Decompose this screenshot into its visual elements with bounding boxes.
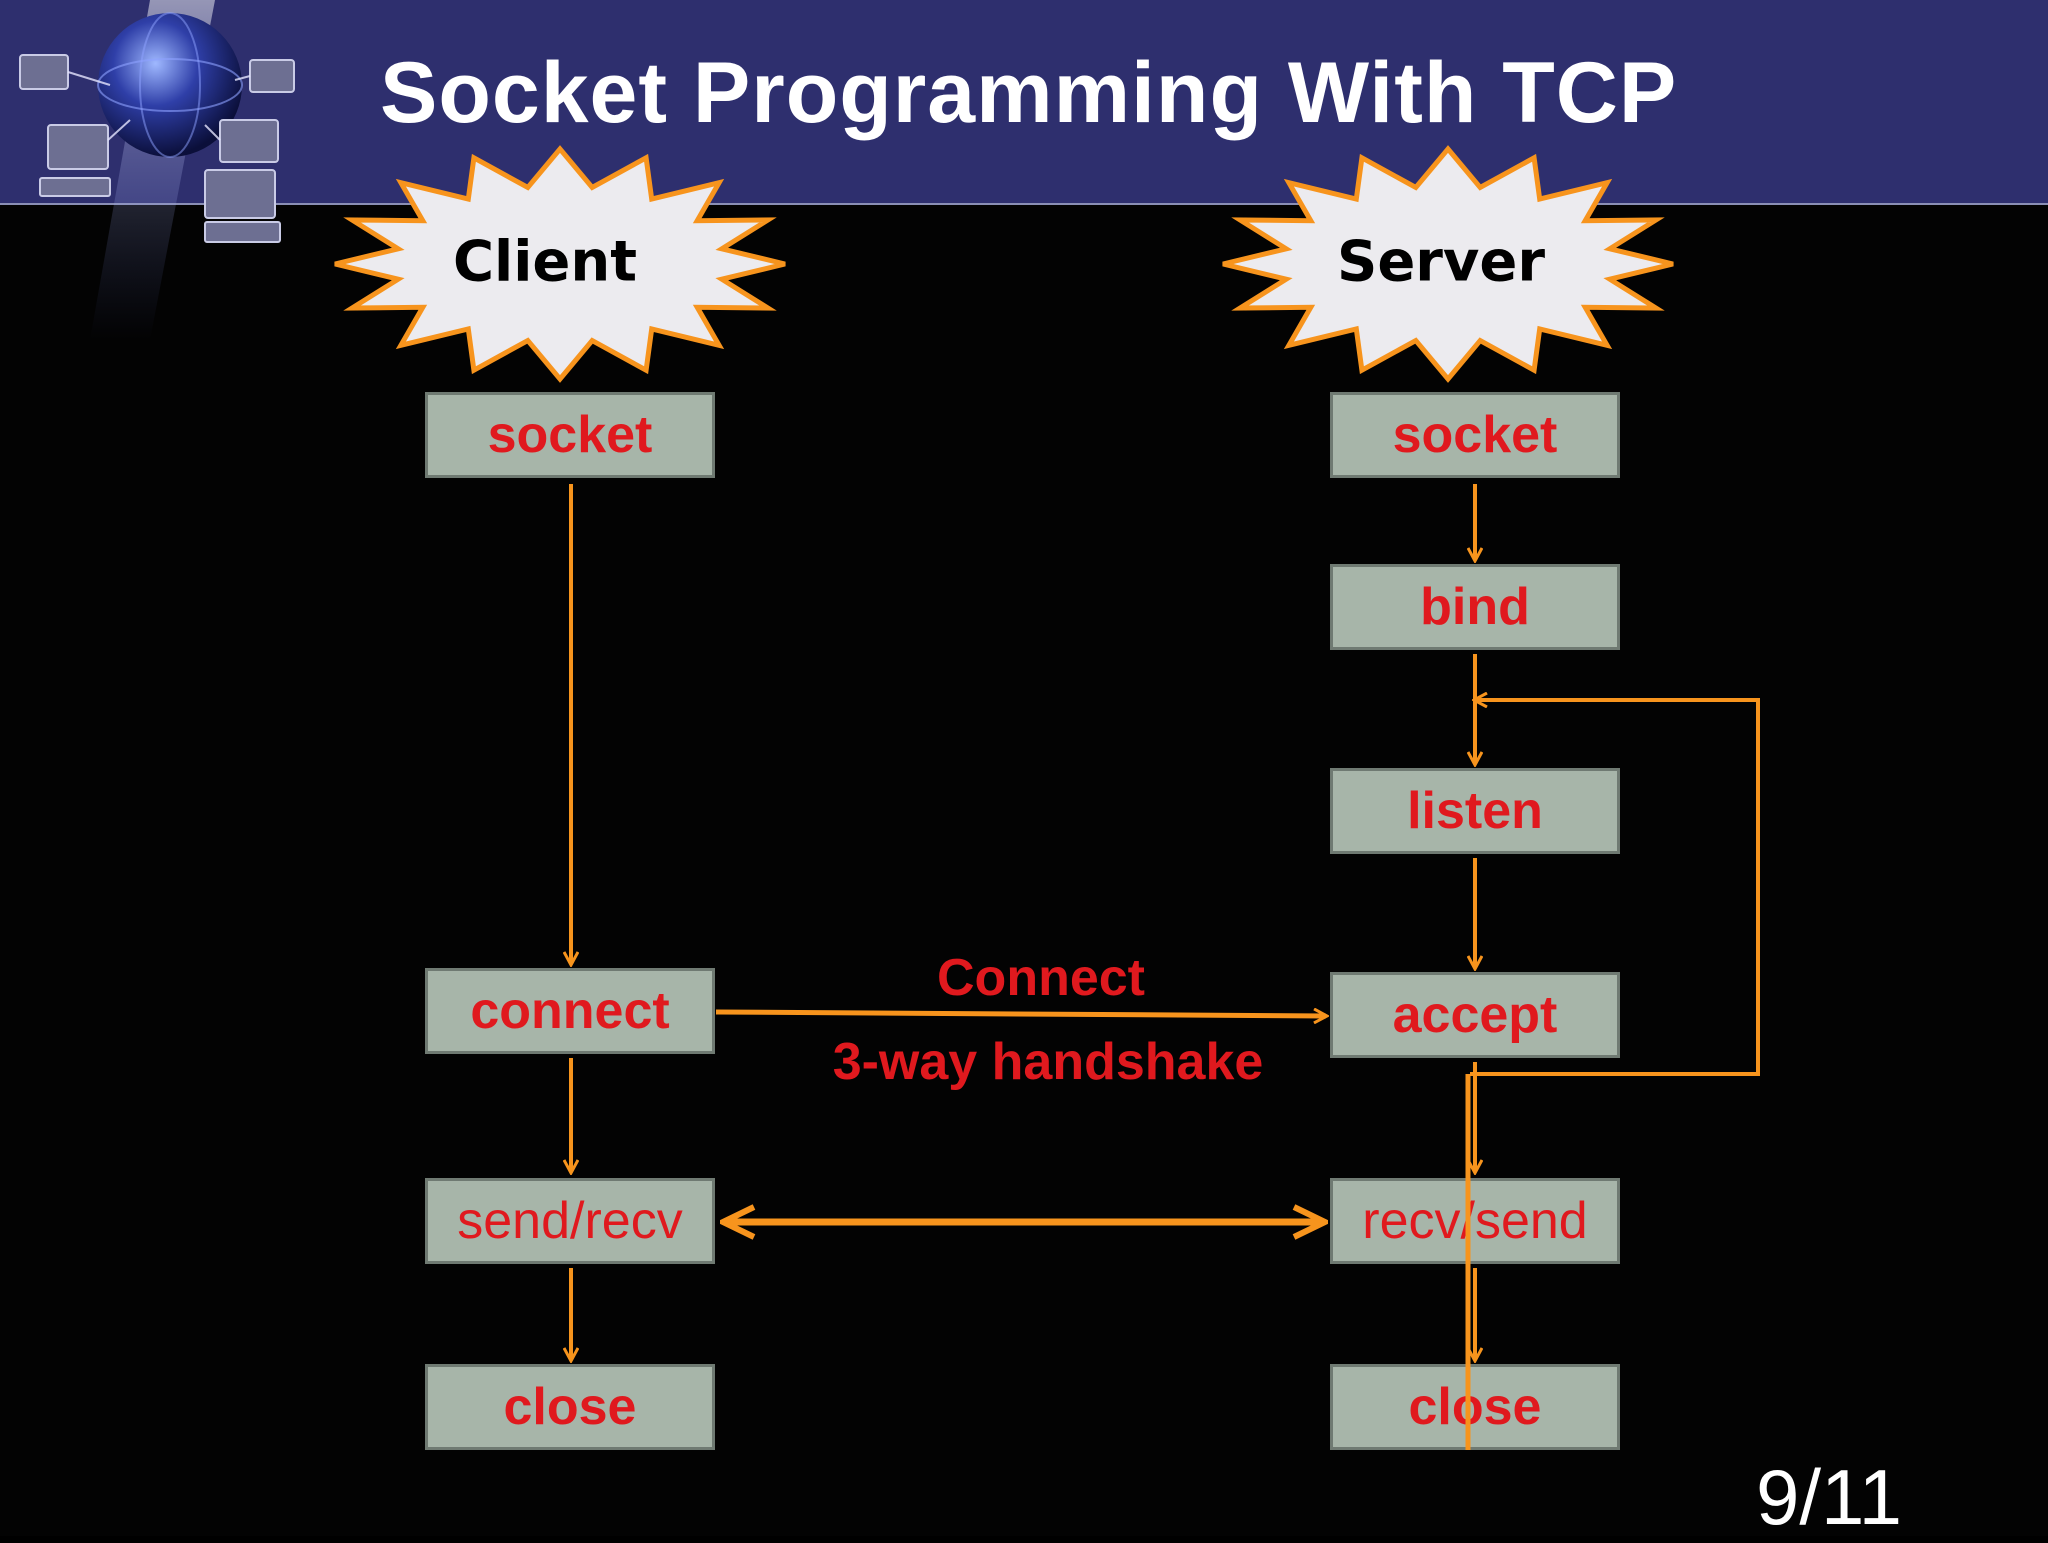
- title-bar: [0, 0, 2048, 205]
- server-burst-shape: [1222, 145, 1674, 383]
- server-bind-box: bind: [1330, 564, 1620, 650]
- server-listen-box: listen: [1330, 768, 1620, 854]
- slide-title: Socket Programming With TCP: [380, 45, 1678, 141]
- client-send-recv-box: send/recv: [425, 1178, 715, 1264]
- client-connect-box: connect: [425, 968, 715, 1054]
- client-heading: Client: [452, 229, 638, 295]
- server-accept-box: accept: [1330, 972, 1620, 1058]
- server-recv-send-box: recv/send: [1330, 1178, 1620, 1264]
- page-number: 9/11: [1756, 1453, 1903, 1541]
- client-close-box: close: [425, 1364, 715, 1450]
- connect-arrow: [715, 1012, 1326, 1016]
- networked-computers-globe-icon: [19, 0, 295, 340]
- connect-label: Connect: [937, 949, 1145, 1007]
- server-heading: Server: [1336, 229, 1546, 295]
- server-close-box: close: [1330, 1364, 1620, 1450]
- client-burst-shape: [334, 145, 786, 383]
- server-socket-box: socket: [1330, 392, 1620, 478]
- client-socket-box: socket: [425, 392, 715, 478]
- loop-back-arrow: [1470, 700, 1760, 1076]
- handshake-label: 3-way handshake: [832, 1033, 1264, 1091]
